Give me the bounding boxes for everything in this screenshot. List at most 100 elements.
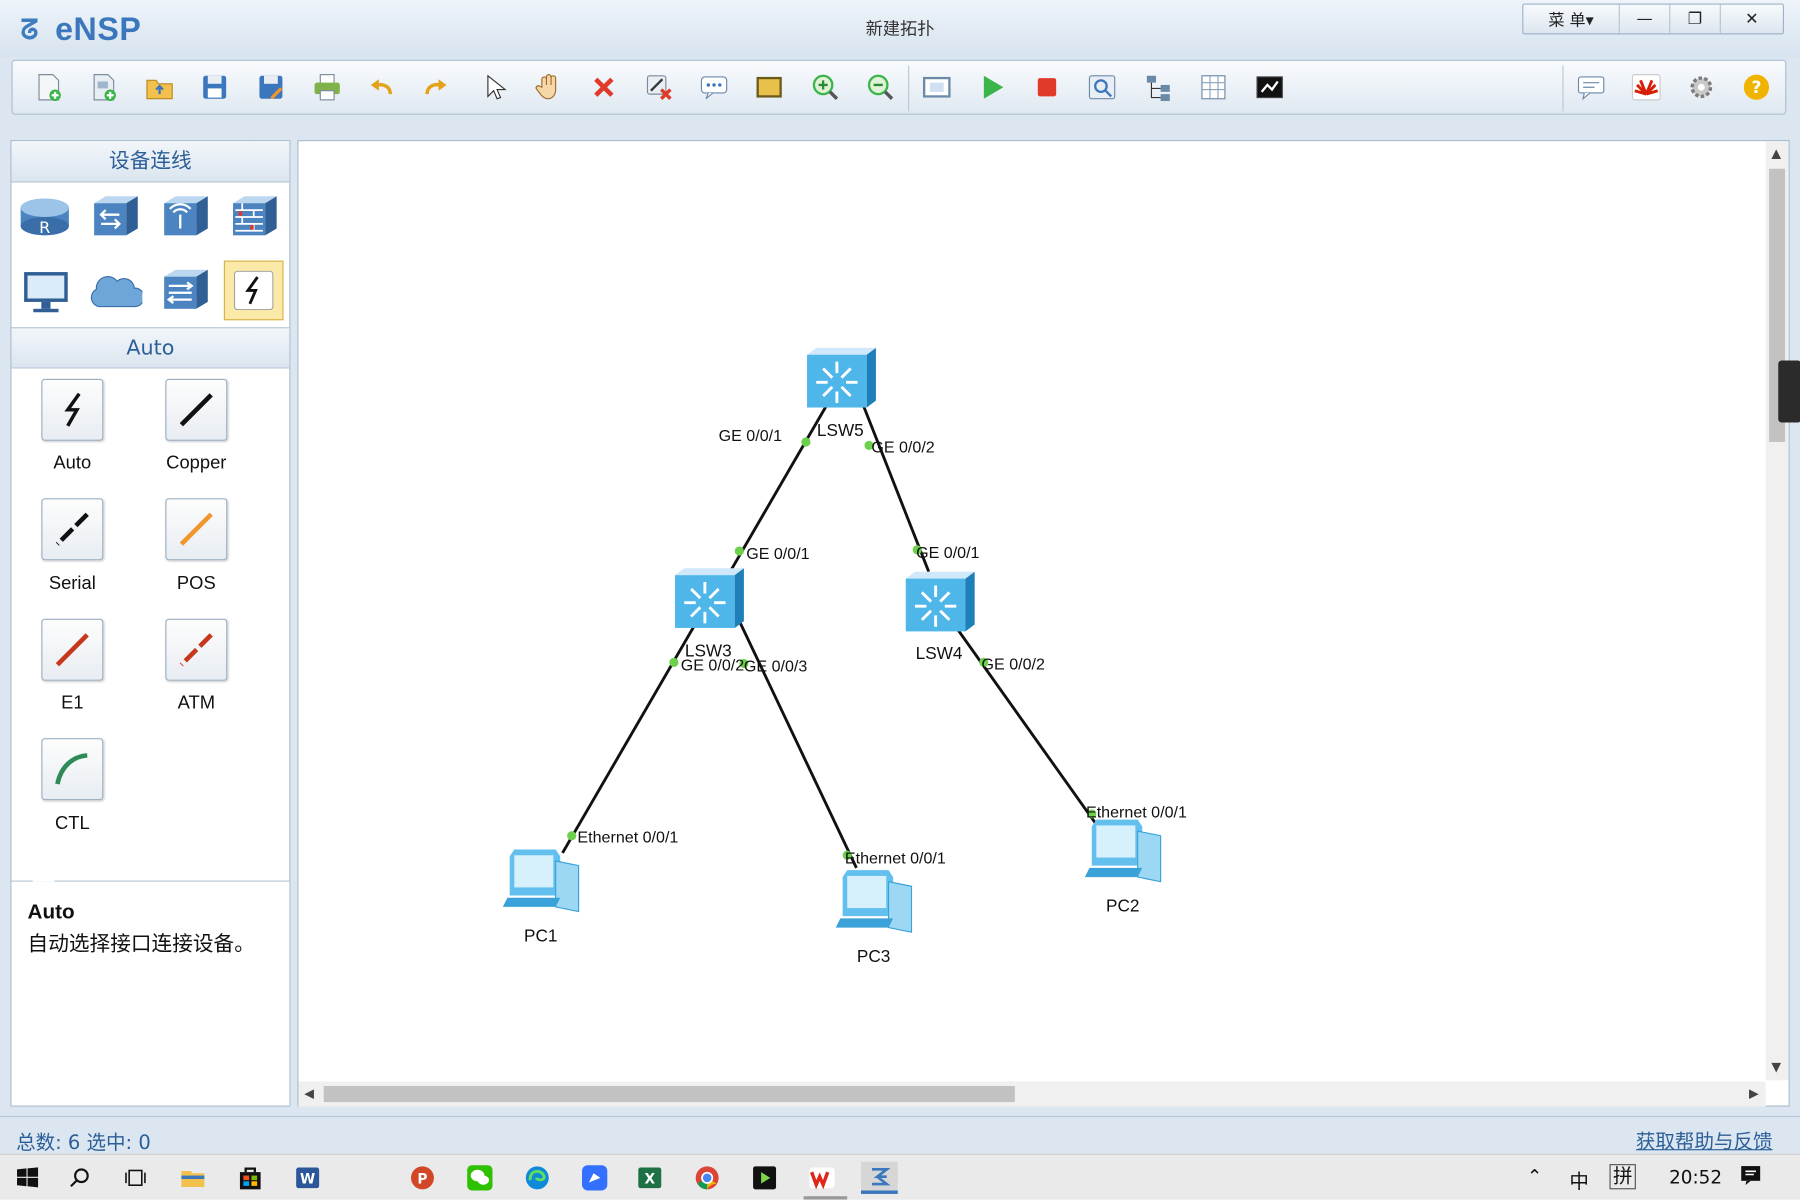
wechat-icon[interactable] — [464, 1162, 496, 1194]
scroll-right-icon[interactable]: ▶ — [1749, 1086, 1759, 1101]
ensp-icon[interactable] — [861, 1161, 898, 1194]
app-name: eNSP — [55, 11, 142, 48]
node-label: PC3 — [857, 946, 890, 966]
help-feedback-link[interactable]: 获取帮助与反馈 — [1635, 1130, 1773, 1154]
wps-icon[interactable] — [806, 1162, 838, 1194]
media-player-icon[interactable] — [748, 1162, 780, 1194]
notification-icon[interactable] — [1738, 1163, 1763, 1193]
cable-atm-button[interactable] — [165, 618, 228, 681]
word-icon[interactable]: W — [292, 1162, 324, 1194]
help-icon[interactable]: ? — [1739, 70, 1773, 104]
search-icon[interactable] — [64, 1162, 96, 1194]
store-icon[interactable] — [234, 1162, 266, 1194]
close-button[interactable]: ✕ — [1745, 9, 1759, 29]
cable-auto-button[interactable] — [41, 378, 104, 441]
edge-icon[interactable] — [521, 1162, 553, 1194]
title-bar: ᘔ eNSP 新建拓扑 菜 单▾ — ❐ ✕ — [0, 0, 1800, 58]
fit-window-icon[interactable] — [920, 70, 954, 104]
chrome-icon[interactable] — [691, 1162, 723, 1194]
cable-serial-button[interactable] — [41, 498, 104, 561]
open-icon[interactable] — [142, 70, 176, 104]
vertical-scrollbar[interactable]: ▲ ▼ — [1765, 141, 1789, 1081]
topology-canvas[interactable]: GE 0/0/1 GE 0/0/1 GE 0/0/2 GE 0/0/1 GE 0… — [297, 140, 1790, 1107]
svg-text:?: ? — [1751, 78, 1761, 98]
cable-label: Auto — [53, 453, 92, 473]
ime-language[interactable]: 中 — [1569, 1170, 1589, 1194]
new-lab-icon[interactable] — [86, 70, 120, 104]
node-pc2[interactable]: PC2 — [1084, 819, 1162, 916]
node-pc1[interactable]: PC1 — [502, 848, 580, 946]
description-pointer — [32, 870, 56, 882]
restore-button[interactable]: ❐ — [1670, 4, 1721, 34]
windows-start-icon[interactable] — [11, 1162, 43, 1194]
grid-icon[interactable] — [1196, 70, 1230, 104]
delete-all-links-icon[interactable] — [642, 70, 676, 104]
link-lsw5-lsw4[interactable] — [859, 398, 931, 573]
scroll-left-icon[interactable]: ◀ — [304, 1086, 314, 1101]
switch-icon[interactable] — [87, 189, 142, 244]
horizontal-scroll-thumb[interactable] — [323, 1086, 1015, 1103]
save-as-icon[interactable] — [254, 70, 288, 104]
huawei-icon[interactable] — [1629, 70, 1663, 104]
console-icon[interactable] — [1252, 70, 1286, 104]
topology-icon[interactable] — [1141, 70, 1175, 104]
node-lsw3[interactable]: LSW3 — [673, 566, 746, 661]
ime-mode[interactable]: 拼 — [1609, 1164, 1636, 1190]
wlan-icon[interactable] — [157, 189, 212, 244]
clock[interactable]: 20:52 — [1669, 1166, 1722, 1189]
link-lsw5-lsw3[interactable] — [728, 398, 832, 573]
save-icon[interactable] — [197, 70, 231, 104]
capture-icon[interactable] — [1085, 70, 1119, 104]
link-lsw3-pc3[interactable] — [739, 622, 858, 869]
router-icon[interactable]: R — [17, 189, 72, 244]
other-device-icon[interactable] — [157, 263, 212, 318]
scroll-up-icon[interactable]: ▲ — [1771, 145, 1782, 161]
node-pc3[interactable]: PC3 — [835, 869, 913, 966]
feishu-icon[interactable] — [579, 1162, 611, 1194]
chat-icon[interactable] — [1574, 70, 1608, 104]
toolbar-separator — [908, 65, 910, 112]
scroll-down-icon[interactable]: ▼ — [1771, 1059, 1782, 1075]
link-lsw4-pc2[interactable] — [956, 628, 1100, 829]
pc-icon[interactable] — [18, 263, 73, 318]
link-lsw3-pc1[interactable] — [561, 622, 697, 854]
running-indicator — [803, 1196, 848, 1200]
port-label: GE 0/0/2 — [871, 438, 934, 456]
node-lsw5[interactable]: LSW5 — [805, 346, 878, 440]
cable-copper-button[interactable] — [165, 378, 228, 441]
pan-hand-icon[interactable] — [532, 70, 566, 104]
cable-ctl-button[interactable] — [41, 738, 104, 801]
menu-button[interactable]: 菜 单▾ — [1523, 4, 1620, 34]
undo-icon[interactable] — [364, 70, 398, 104]
tray-chevron-icon[interactable]: ⌃ — [1526, 1165, 1543, 1188]
stop-device-icon[interactable] — [1030, 70, 1064, 104]
excel-icon[interactable]: X — [634, 1162, 666, 1194]
minimize-button[interactable]: — — [1620, 4, 1671, 34]
zoom-in-icon[interactable] — [808, 70, 842, 104]
settings-icon[interactable] — [1684, 70, 1718, 104]
rectangle-icon[interactable] — [752, 70, 786, 104]
horizontal-scrollbar[interactable]: ◀ ▶ — [298, 1081, 1766, 1107]
cloud-icon[interactable] — [87, 263, 143, 318]
print-icon[interactable] — [310, 70, 344, 104]
side-handle[interactable] — [1778, 360, 1800, 423]
file-explorer-icon[interactable] — [177, 1162, 209, 1194]
new-topology-icon[interactable] — [31, 70, 65, 104]
select-pointer-icon[interactable] — [476, 70, 510, 104]
svg-text:P: P — [417, 1172, 427, 1188]
text-note-icon[interactable] — [697, 70, 731, 104]
powerpoint-icon[interactable]: P — [406, 1162, 438, 1194]
delete-icon[interactable] — [587, 70, 621, 104]
node-label: PC2 — [1106, 896, 1139, 916]
node-lsw4[interactable]: LSW4 — [904, 570, 977, 663]
cable-icon[interactable] — [223, 260, 284, 321]
cable-pos-button[interactable] — [165, 498, 228, 561]
description-text: 自动选择接口连接设备。 — [27, 932, 255, 957]
firewall-icon[interactable] — [226, 189, 281, 244]
cable-e1-button[interactable] — [41, 618, 104, 681]
devices-header: 设备连线 — [11, 141, 290, 183]
redo-icon[interactable] — [419, 70, 453, 104]
start-device-icon[interactable] — [975, 70, 1009, 104]
zoom-out-icon[interactable] — [863, 70, 897, 104]
task-view-icon[interactable] — [119, 1162, 151, 1194]
